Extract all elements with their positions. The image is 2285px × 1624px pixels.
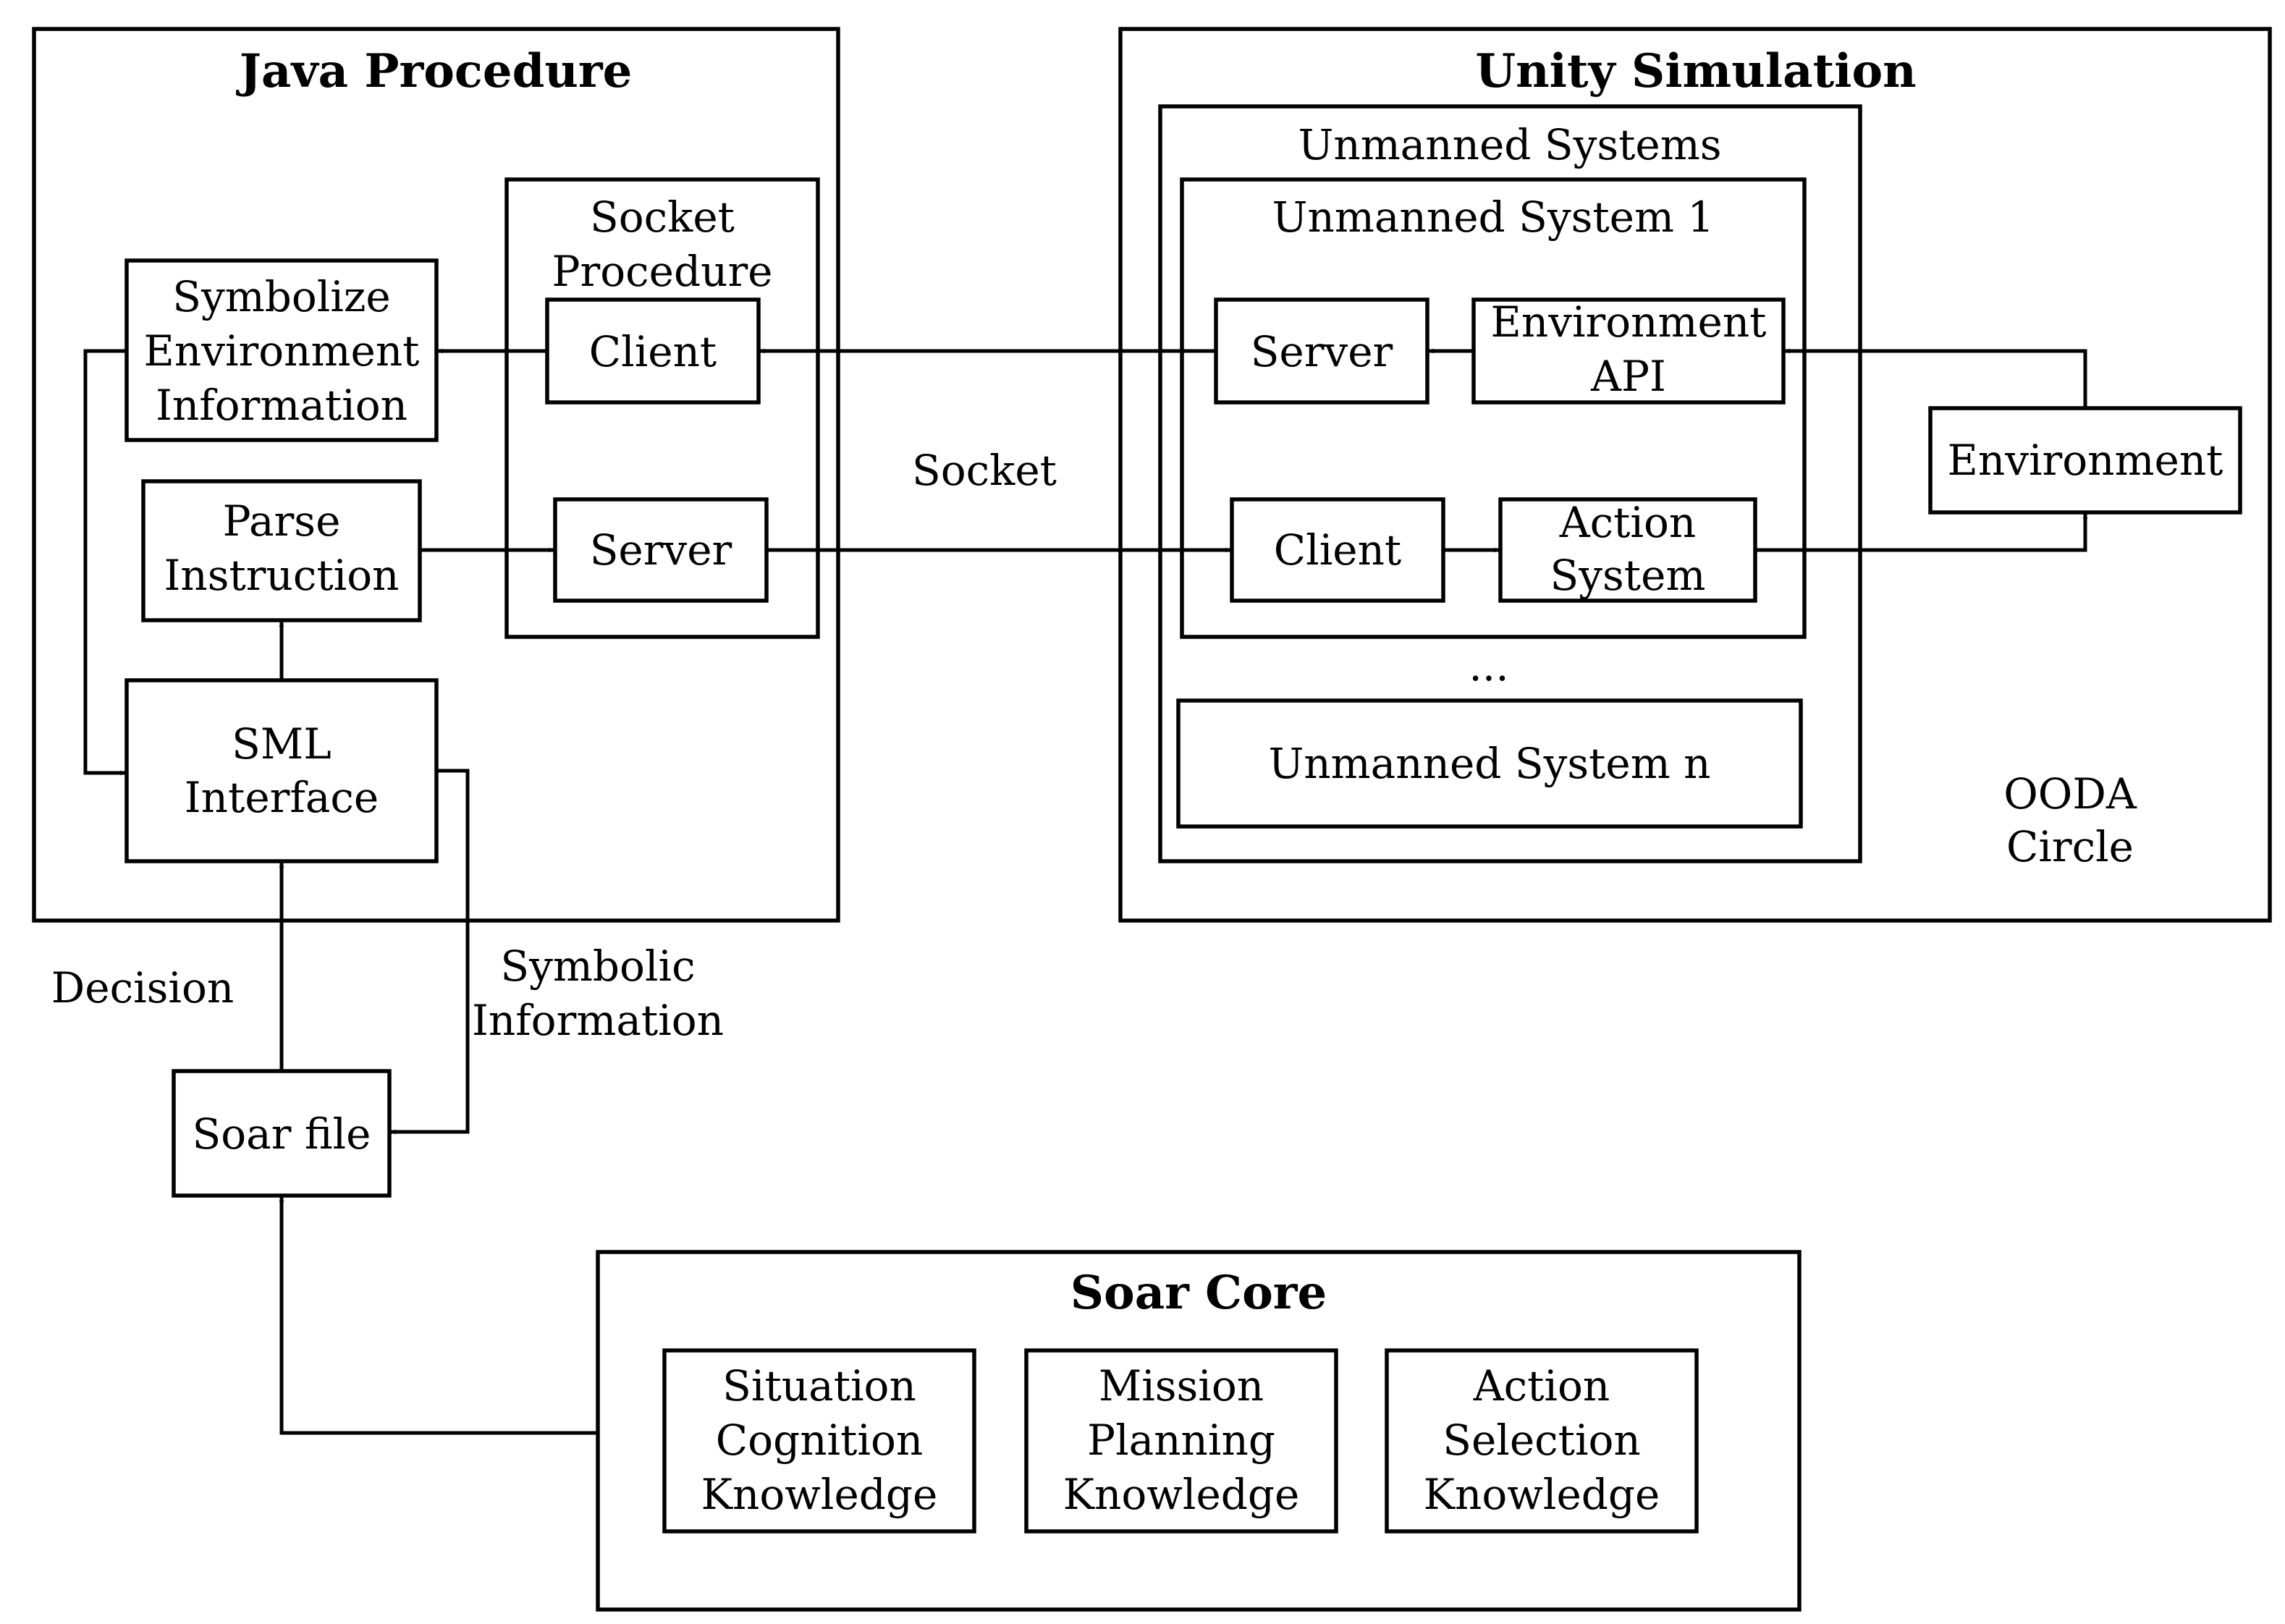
action-system-box: Action System xyxy=(1498,497,1757,603)
action-system-label-1: Action xyxy=(1559,498,1697,547)
arrow-soar-core-to-soar-file xyxy=(279,1196,598,1435)
action-system-label-2: System xyxy=(1550,551,1706,600)
sml-interface-box: SML Interface xyxy=(124,678,439,863)
action-selection-label-1: Action xyxy=(1473,1361,1610,1411)
unity-server-box: Server xyxy=(1214,297,1429,405)
situation-label-1: Situation xyxy=(722,1361,916,1411)
soar-core-title: Soar Core xyxy=(1070,1266,1327,1320)
symbolic-information-label-2: Information xyxy=(472,996,724,1045)
ooda-label-1: OODA xyxy=(2003,769,2137,819)
environment-api-label-2: API xyxy=(1590,352,1666,401)
parse-label-1: Parse xyxy=(223,496,341,546)
environment-api-box: Environment API xyxy=(1471,297,1786,405)
symbolize-label-2: Environment xyxy=(144,326,420,376)
symbolize-label-1: Symbolize xyxy=(172,272,391,321)
socket-label: Socket xyxy=(912,446,1057,495)
action-selection-label-3: Knowledge xyxy=(1424,1470,1660,1519)
arrow-environment-to-env-api xyxy=(1784,348,2087,408)
action-selection-knowledge-box: Action Selection Knowledge xyxy=(1385,1348,1699,1534)
soar-file-label: Soar file xyxy=(193,1109,371,1159)
soar-core-frame xyxy=(596,1250,1802,1612)
unmanned-system-1-group: Unmanned System 1 xyxy=(1180,177,1807,639)
parse-instruction-box: Parse Instruction xyxy=(141,479,422,622)
symbolic-information-label-1: Symbolic xyxy=(500,942,695,991)
unmanned-systems-group: Unmanned Systems xyxy=(1158,104,1862,863)
environment-api-label-1: Environment xyxy=(1491,297,1767,347)
arrow-action-system-to-environment xyxy=(1755,513,2088,552)
unity-simulation-frame xyxy=(1118,27,2272,923)
environment-label: Environment xyxy=(1948,436,2223,485)
unity-server-label: Server xyxy=(1251,327,1393,376)
unmanned-systems-frame xyxy=(1158,104,1862,863)
unmanned-system-n-label: Unmanned System n xyxy=(1268,739,1710,788)
arrow-sml-to-soar-file xyxy=(390,769,470,1135)
unity-client-label: Client xyxy=(1274,525,1401,575)
socket-procedure-frame xyxy=(504,177,820,639)
mission-planning-knowledge-box: Mission Planning Knowledge xyxy=(1024,1348,1338,1534)
mission-label-1: Mission xyxy=(1099,1361,1264,1411)
unmanned-system-1-label: Unmanned System 1 xyxy=(1272,193,1715,242)
unmanned-system-1-frame xyxy=(1180,177,1807,639)
socket-procedure-label-2: Procedure xyxy=(552,247,772,296)
soar-file-box: Soar file xyxy=(172,1069,392,1198)
environment-box: Environment xyxy=(1928,406,2242,515)
arrow-symbolize-to-sml xyxy=(83,349,127,776)
java-server-box: Server xyxy=(553,497,769,603)
symbolize-environment-box: Symbolize Environment Information xyxy=(124,258,439,442)
mission-label-3: Knowledge xyxy=(1063,1470,1300,1519)
socket-procedure-label-1: Socket xyxy=(590,193,735,242)
java-procedure-title: Java Procedure xyxy=(236,44,633,98)
socket-procedure-group: Socket Procedure xyxy=(504,177,820,639)
unity-client-box: Client xyxy=(1230,497,1445,603)
ooda-label-2: Circle xyxy=(2006,822,2134,871)
symbolize-label-3: Information xyxy=(156,381,407,430)
situation-label-2: Cognition xyxy=(716,1416,923,1465)
java-client-label: Client xyxy=(589,327,717,376)
unity-simulation-title: Unity Simulation xyxy=(1475,44,1916,98)
java-procedure-frame xyxy=(32,27,840,923)
connectors xyxy=(83,348,2088,1435)
java-client-box: Client xyxy=(545,297,761,405)
decision-label: Decision xyxy=(51,963,234,1012)
sml-label-1: SML xyxy=(232,719,331,769)
more-systems-ellipsis: ... xyxy=(1469,641,1508,690)
unmanned-system-n-box: Unmanned System n xyxy=(1176,698,1803,829)
mission-label-2: Planning xyxy=(1087,1416,1275,1465)
action-selection-label-2: Selection xyxy=(1443,1416,1641,1465)
java-procedure-panel: Java Procedure Socket Procedure Client S… xyxy=(32,27,840,923)
unity-simulation-panel: Unity Simulation Unmanned Systems Unmann… xyxy=(1118,27,2272,923)
sml-label-2: Interface xyxy=(185,773,379,822)
parse-label-2: Instruction xyxy=(164,551,399,600)
soar-core-panel: Soar Core Situation Cognition Knowledge … xyxy=(596,1250,1802,1612)
java-server-label: Server xyxy=(590,525,732,575)
situation-label-3: Knowledge xyxy=(701,1470,938,1519)
unmanned-systems-label: Unmanned Systems xyxy=(1298,120,1721,169)
situation-cognition-knowledge-box: Situation Cognition Knowledge xyxy=(662,1348,976,1534)
